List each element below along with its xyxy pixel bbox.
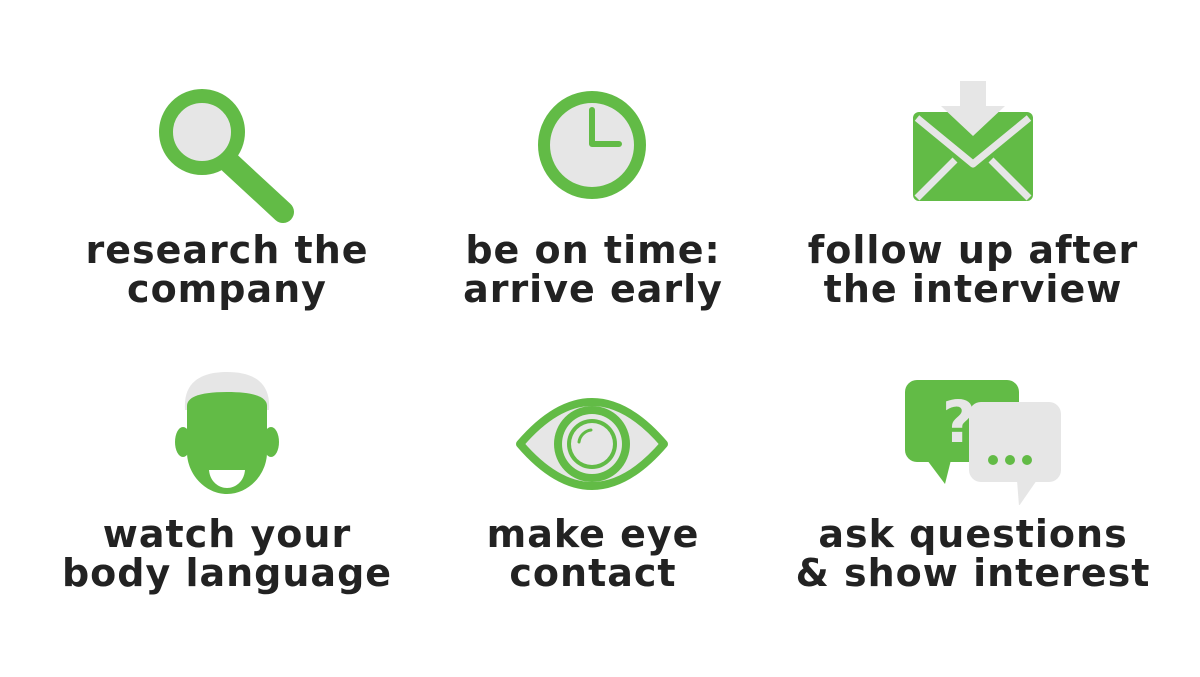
tip-follow-up-line1: follow up after — [807, 228, 1139, 272]
envelope-download-icon — [913, 81, 1033, 201]
tip-on-time-line1: be on time: — [465, 228, 721, 272]
tip-eye-contact: make eye contact — [403, 370, 783, 600]
tip-follow-up: follow up after the interview — [783, 78, 1163, 318]
magnifying-glass-icon — [159, 89, 294, 223]
head-face-icon — [175, 372, 279, 494]
tip-eye-contact-line1: make eye — [486, 512, 700, 556]
tip-on-time-line2: arrive early — [463, 267, 723, 311]
tip-body-language-line1: watch your — [102, 512, 352, 556]
tip-research: research the company — [37, 88, 417, 318]
tip-follow-up-label: follow up after the interview — [783, 231, 1163, 309]
tip-ask-questions-line1: ask questions — [818, 512, 1128, 556]
tip-ask-questions: ? ask questions & show interest — [783, 370, 1163, 600]
tip-on-time-label: be on time: arrive early — [403, 231, 783, 309]
tip-body-language: watch your body language — [37, 370, 417, 600]
tip-research-line1: research the — [85, 228, 369, 272]
tip-follow-up-line2: the interview — [823, 267, 1123, 311]
tip-research-line2: company — [127, 267, 327, 311]
tip-body-language-label: watch your body language — [37, 515, 417, 593]
tip-eye-contact-label: make eye contact — [403, 515, 783, 593]
eye-icon — [516, 398, 668, 490]
tip-on-time: be on time: arrive early — [403, 88, 783, 318]
tip-ask-questions-line2: & show interest — [795, 551, 1151, 595]
tip-body-language-line2: body language — [61, 551, 393, 595]
tip-eye-contact-line2: contact — [509, 551, 677, 595]
speech-bubbles-icon: ? — [905, 380, 1061, 505]
clock-icon — [538, 91, 646, 199]
tip-research-label: research the company — [37, 231, 417, 309]
tip-ask-questions-label: ask questions & show interest — [783, 515, 1163, 593]
